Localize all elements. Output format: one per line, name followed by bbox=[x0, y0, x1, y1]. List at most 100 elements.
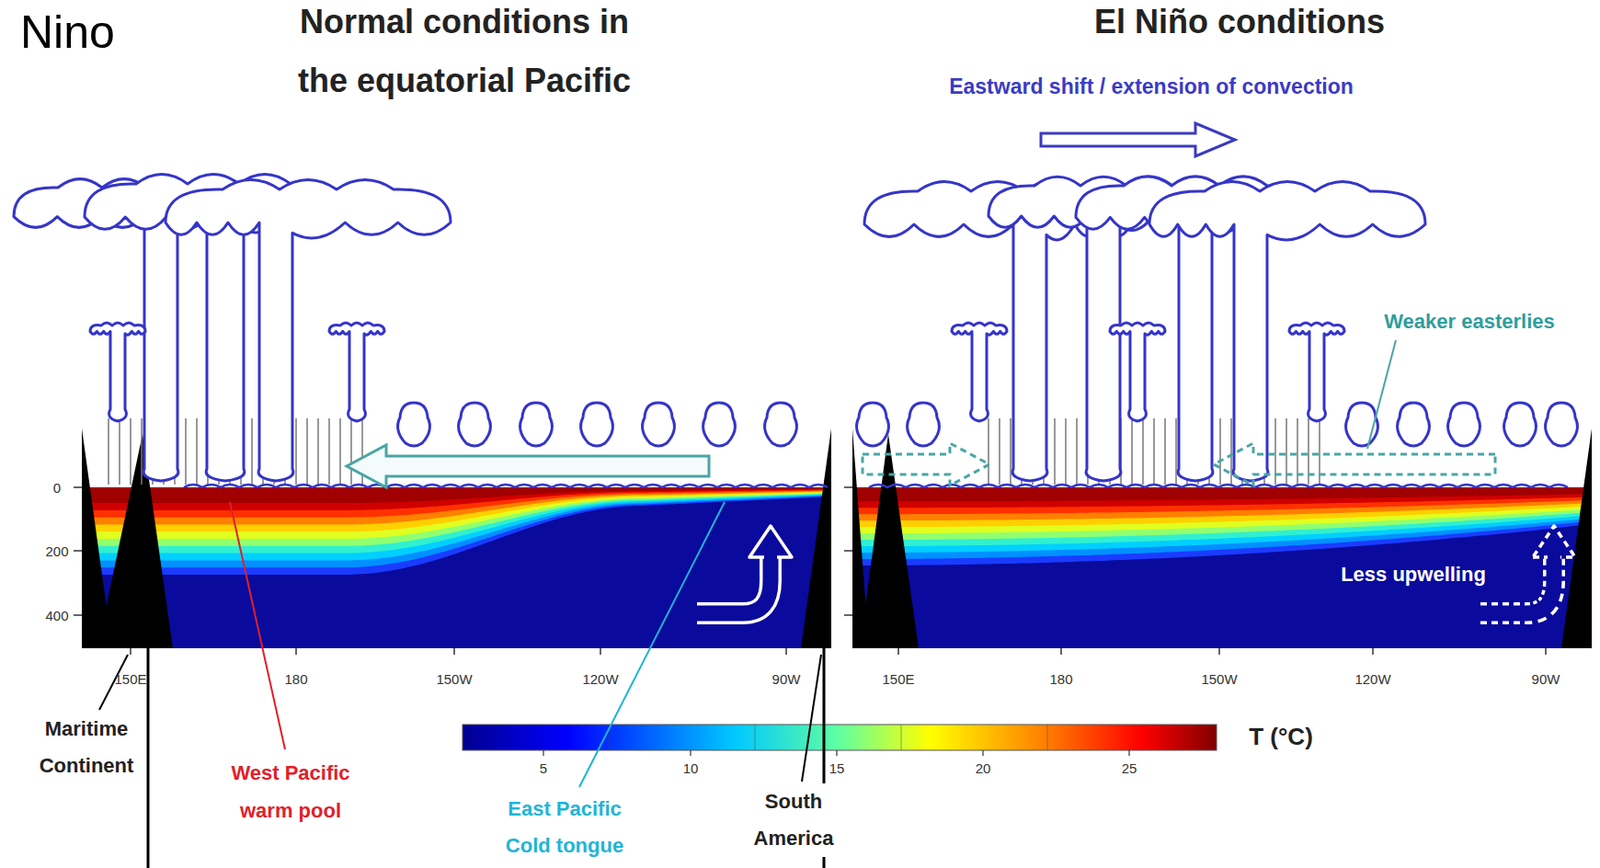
rain-line bbox=[1164, 418, 1166, 485]
longitude-tick bbox=[453, 648, 456, 655]
land-mass bbox=[1561, 428, 1592, 649]
convection-cloud bbox=[329, 322, 385, 422]
temperature-layer bbox=[852, 487, 1592, 521]
shift-arrow bbox=[1040, 123, 1235, 157]
longitude-tick bbox=[1218, 648, 1221, 655]
convection-cloud bbox=[1149, 182, 1426, 482]
rain-line bbox=[328, 418, 331, 485]
cumulus-cloud bbox=[857, 402, 890, 446]
temperature-layer bbox=[852, 487, 1592, 566]
temperature-layer bbox=[81, 487, 832, 568]
axis-label: 120W bbox=[1354, 671, 1391, 687]
axis-label: 90W bbox=[1531, 671, 1561, 687]
temperature-layer bbox=[81, 487, 832, 526]
callout-label: East Pacific Cold tongue bbox=[489, 790, 641, 865]
rain-line bbox=[350, 418, 353, 485]
convection-cloud bbox=[1289, 322, 1345, 422]
upwelling-arrow bbox=[697, 555, 771, 614]
colorbar-divider bbox=[901, 724, 903, 751]
temperature-layer bbox=[852, 487, 1592, 540]
temperature-layer bbox=[81, 487, 832, 575]
longitude-tick bbox=[1060, 648, 1063, 655]
rain-line bbox=[1153, 418, 1155, 485]
axis-label: 25 bbox=[1121, 760, 1138, 777]
rain-line bbox=[998, 418, 1001, 485]
rain-line bbox=[1064, 418, 1067, 485]
rain-line bbox=[317, 418, 320, 485]
axis-label: 90W bbox=[772, 671, 801, 687]
colorbar-tick bbox=[982, 750, 983, 756]
colorbar-tick bbox=[542, 750, 544, 756]
colorbar-title: T (°C) bbox=[1248, 722, 1314, 752]
convection-cloud bbox=[1109, 322, 1166, 422]
rain-line bbox=[1230, 418, 1233, 485]
depth-tick bbox=[73, 614, 82, 617]
depth-tick bbox=[844, 486, 853, 489]
longitude-tick bbox=[1371, 648, 1374, 655]
axis-label: 180 bbox=[284, 671, 308, 687]
rain-line bbox=[339, 418, 342, 485]
callout-label: South America bbox=[742, 783, 845, 858]
rain-line bbox=[140, 418, 143, 485]
temperature-layer bbox=[852, 487, 1592, 508]
axis-label: 150W bbox=[435, 671, 472, 687]
temperature-layer bbox=[852, 487, 1592, 502]
longitude-tick bbox=[295, 648, 298, 655]
convection-cloud bbox=[165, 180, 451, 482]
temperature-layer bbox=[81, 487, 832, 547]
depth-tick bbox=[844, 614, 853, 617]
rain-line bbox=[1075, 418, 1078, 485]
temperature-layer bbox=[81, 487, 832, 511]
upwelling-arrow bbox=[1480, 555, 1555, 614]
temperature-layer bbox=[852, 487, 1592, 534]
land-mass bbox=[859, 434, 919, 649]
marker-line bbox=[147, 612, 150, 868]
colorbar-tick bbox=[689, 750, 691, 756]
cumulus-cloud bbox=[642, 402, 675, 446]
longitude-tick bbox=[897, 648, 900, 655]
axis-label: 5 bbox=[539, 760, 548, 777]
cumulus-cloud bbox=[581, 402, 614, 446]
axis-label: 150W bbox=[1200, 671, 1237, 687]
sea-surface bbox=[868, 484, 1568, 488]
longitude-tick bbox=[599, 648, 602, 655]
longitude-tick bbox=[1544, 648, 1547, 655]
rain-line bbox=[306, 418, 309, 485]
temperature-layer bbox=[852, 487, 1592, 547]
axis-label: 200 bbox=[45, 543, 69, 560]
rain-line bbox=[1175, 418, 1178, 485]
rain-line bbox=[1131, 418, 1133, 485]
easterly-wind-arrow bbox=[1213, 443, 1496, 486]
cumulus-cloud bbox=[907, 402, 940, 446]
axis-label: 20 bbox=[975, 760, 992, 777]
longitude-tick bbox=[129, 648, 132, 655]
annotation-text: Less upwelling bbox=[1340, 562, 1486, 587]
rain-line bbox=[295, 418, 298, 485]
rain-line bbox=[129, 418, 132, 485]
cumulus-cloud bbox=[1397, 402, 1430, 446]
annotation-text: Eastward shift / extension of convection bbox=[948, 74, 1354, 100]
axis-label: 15 bbox=[829, 760, 846, 777]
colorbar-tick bbox=[835, 750, 837, 756]
cumulus-cloud bbox=[703, 402, 736, 446]
leader-line bbox=[579, 502, 725, 788]
sea-surface bbox=[183, 484, 828, 488]
easterly-wind-arrow bbox=[346, 445, 709, 488]
depth-tick bbox=[844, 549, 853, 552]
colorbar-divider bbox=[754, 724, 756, 751]
upwelling-arrow-core bbox=[1480, 555, 1555, 614]
temperature-layer bbox=[81, 487, 832, 554]
rain-line bbox=[251, 418, 253, 485]
rain-line bbox=[184, 418, 187, 485]
panel-heading: Normal conditions in the equatorial Paci… bbox=[274, 0, 654, 111]
convection-cloud bbox=[90, 322, 146, 422]
upwelling-arrow-head bbox=[1532, 525, 1576, 558]
temperature-layer bbox=[852, 487, 1592, 553]
temperature-layer bbox=[852, 487, 1592, 560]
longitude-tick bbox=[785, 648, 788, 655]
rain-line bbox=[987, 418, 990, 485]
upwelling-arrow-joint bbox=[764, 555, 778, 560]
cumulus-cloud bbox=[1504, 402, 1537, 446]
callout-label: Maritime Continent bbox=[31, 710, 142, 785]
temperature-layer bbox=[852, 487, 1592, 515]
